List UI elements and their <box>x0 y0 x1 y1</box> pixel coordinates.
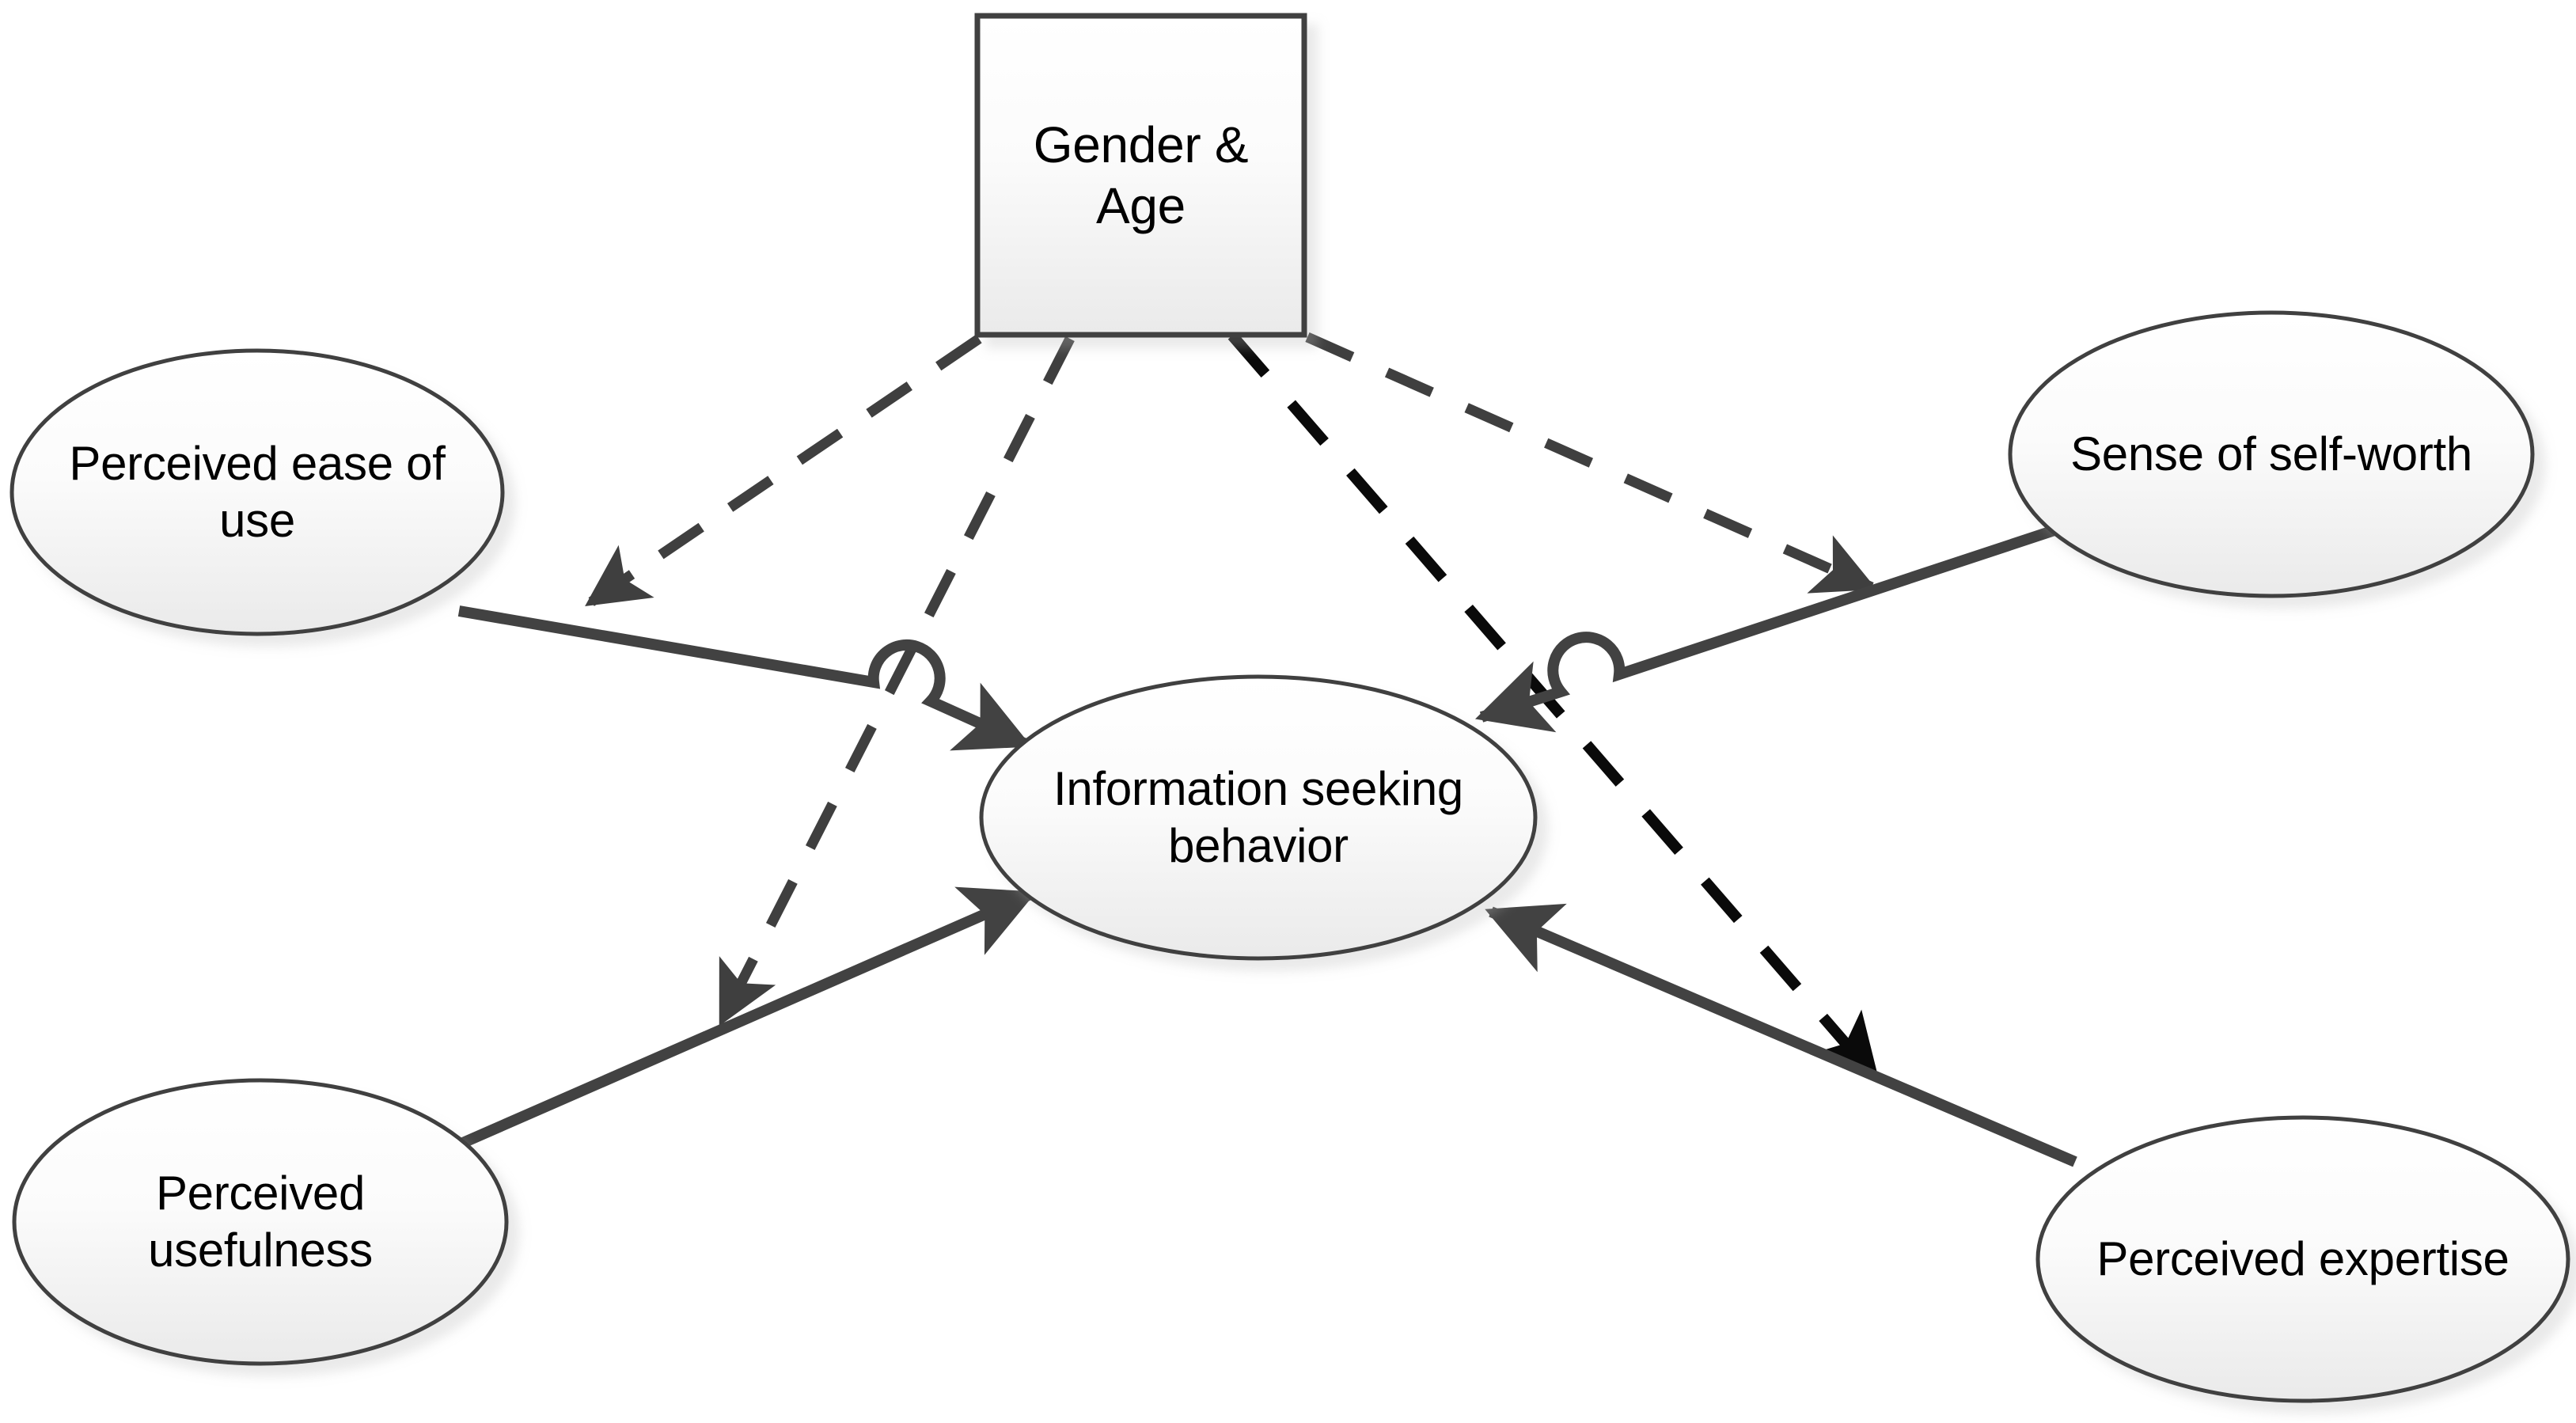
node-gender-age-shape[interactable] <box>974 13 1307 338</box>
node-information-seeking-behavior-shape[interactable] <box>979 674 1538 961</box>
edge-ease-to-isb[interactable] <box>457 605 1032 751</box>
edge-genderage-moderates-usefulness[interactable] <box>717 336 1075 1026</box>
edge-usefulness-to-isb[interactable] <box>455 886 1037 1151</box>
edge-genderage-moderates-selfworth[interactable] <box>1305 332 1877 594</box>
node-perceived-expertise-shape[interactable] <box>2035 1115 2570 1403</box>
causal-edges <box>455 525 2077 1167</box>
edge-genderage-moderates-ease[interactable] <box>585 334 982 608</box>
node-perceived-ease-of-use-shape[interactable] <box>9 348 505 636</box>
node-shapes <box>9 13 2570 1403</box>
node-perceived-usefulness-shape[interactable] <box>12 1078 509 1366</box>
node-sense-of-self-worth-shape[interactable] <box>2008 310 2535 598</box>
edge-expertise-to-isb[interactable] <box>1485 903 2077 1167</box>
edge-selfworth-to-isb[interactable] <box>1474 525 2057 733</box>
